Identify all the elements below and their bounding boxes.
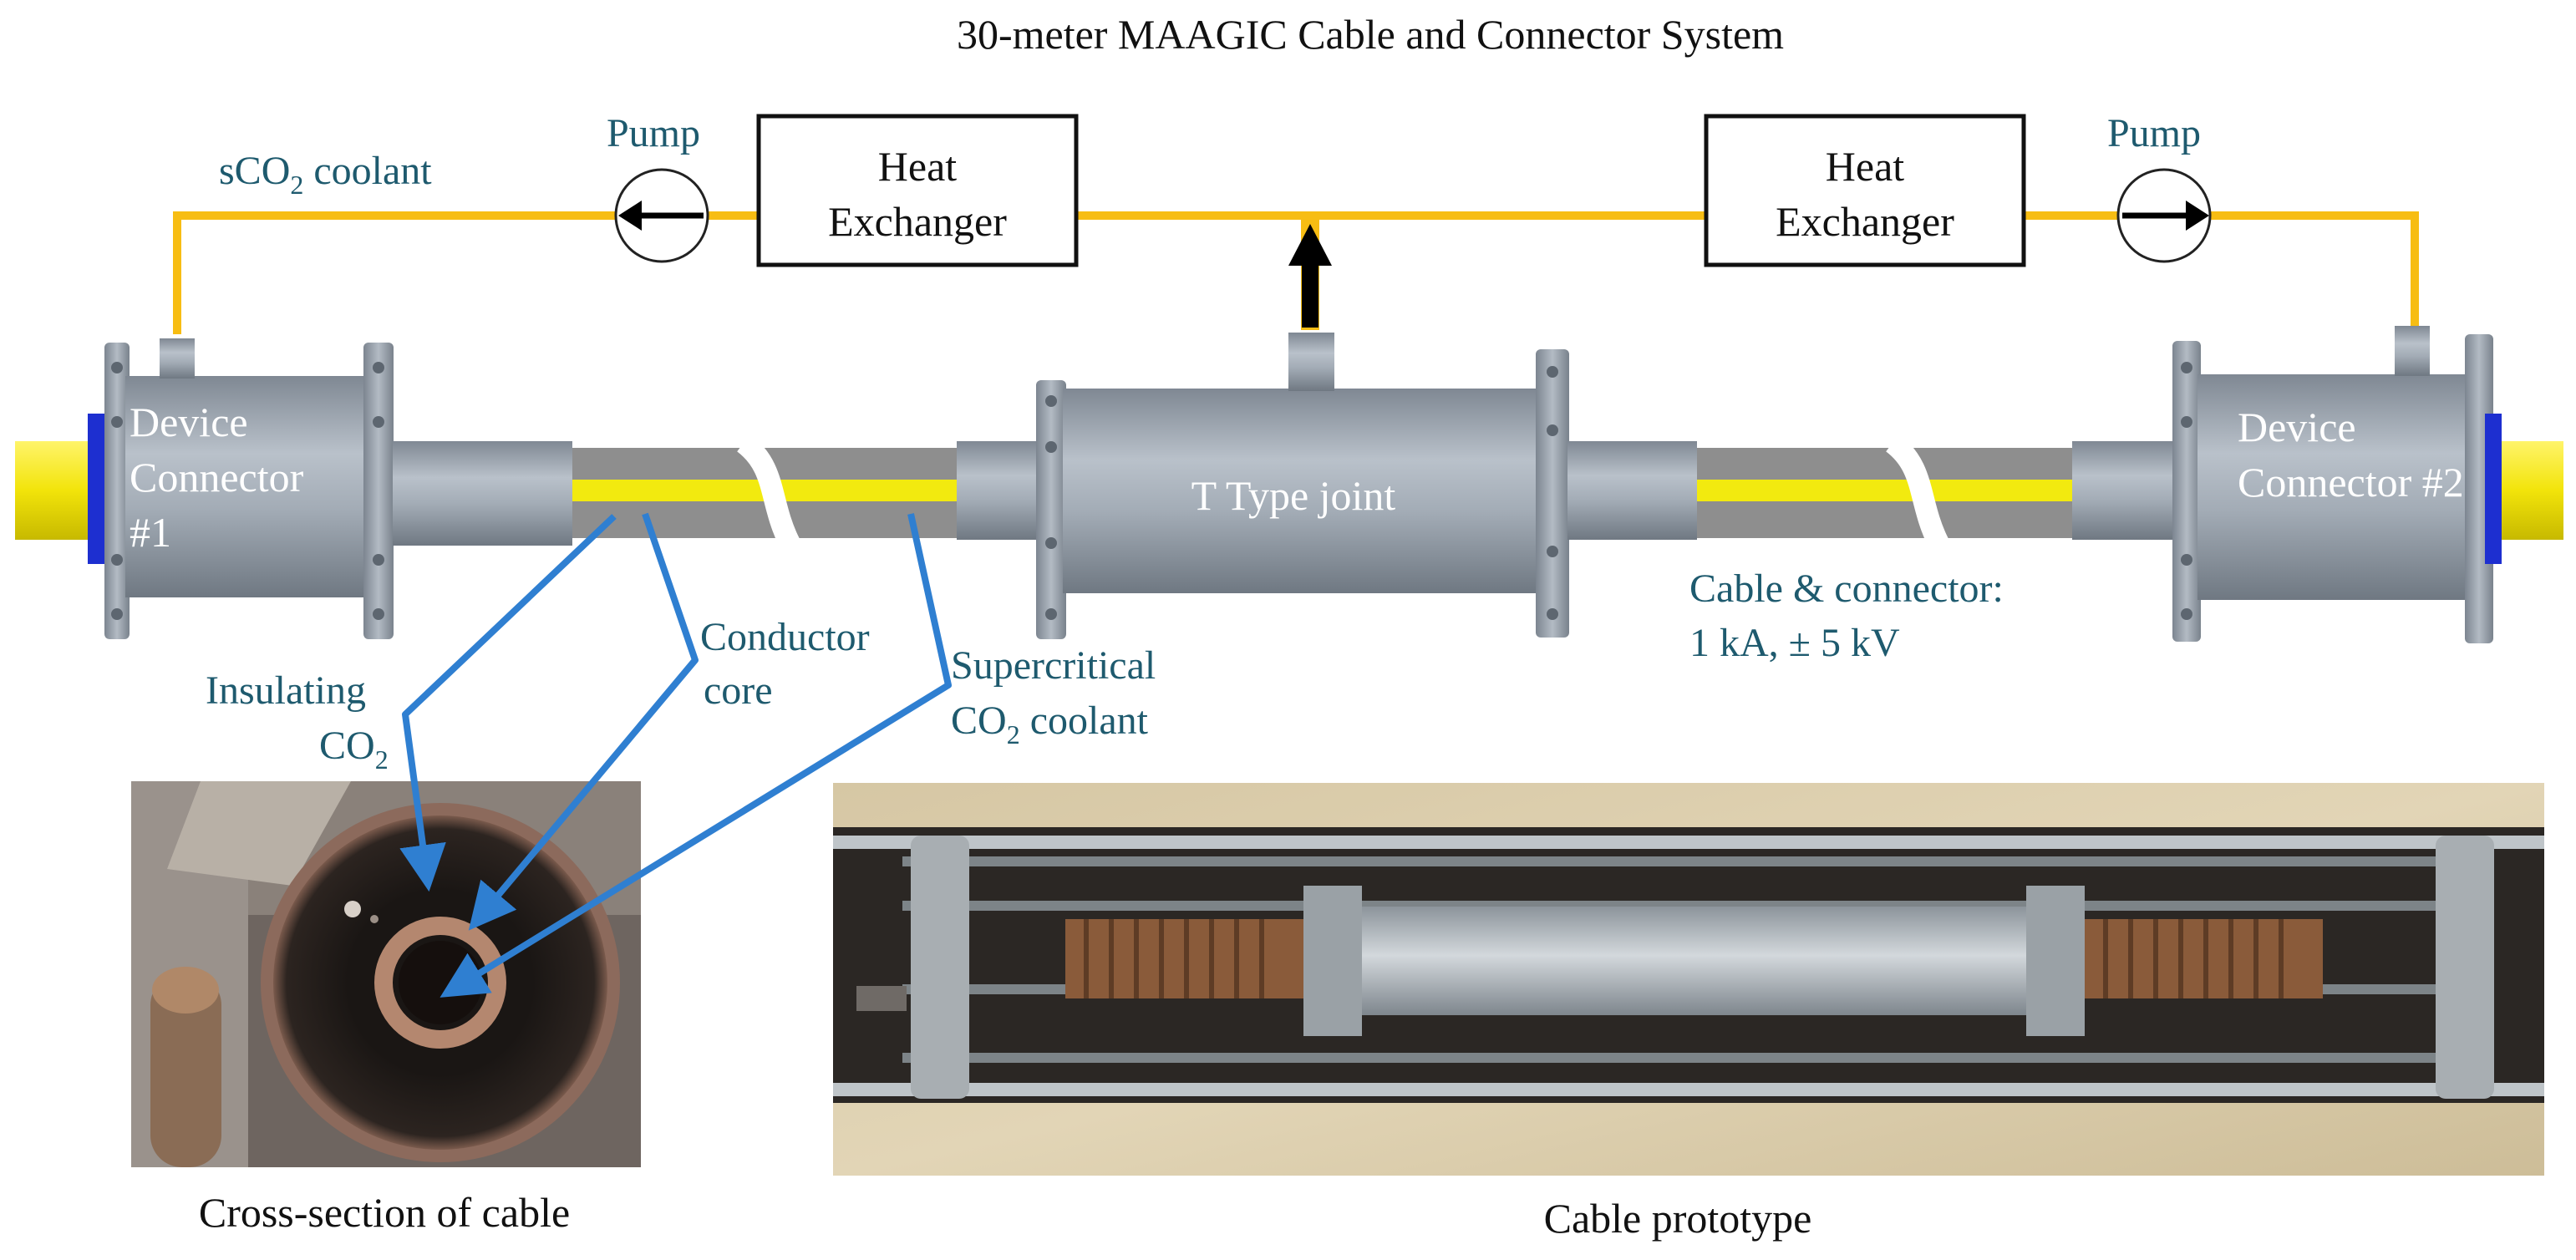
connector-2-line1: Device <box>2238 404 2356 450</box>
connector-1-line3: #1 <box>130 509 171 556</box>
heat-exchanger-2-line1: Heat <box>1826 143 1904 190</box>
heat-exchanger-2-line2: Exchanger <box>1776 198 1954 245</box>
prototype-caption: Cable prototype <box>1544 1195 1812 1242</box>
device-connector-2: Device Connector #2 <box>2072 326 2502 643</box>
diagram-title: 30-meter MAAGIC Cable and Connector Syst… <box>957 11 1784 58</box>
cross-section-caption: Cross-section of cable <box>199 1189 570 1236</box>
t-joint-label: T Type joint <box>1191 472 1396 519</box>
pump-1-icon <box>614 168 709 263</box>
coolant-label: sCO2 coolant <box>219 149 432 200</box>
cable-right <box>1696 434 2114 548</box>
conductor-label-line2: core <box>704 668 773 713</box>
supercritical-label-line2: CO2 coolant <box>951 699 1149 749</box>
conductor-label-line1: Conductor <box>700 615 870 659</box>
insulating-label-line2: CO2 <box>319 724 389 775</box>
heat-exchanger-1-line1: Heat <box>878 143 957 190</box>
connector-1-line2: Connector <box>130 454 304 500</box>
connector-1-line1: Device <box>130 399 248 445</box>
pump-2-icon <box>2116 168 2212 263</box>
coolant-loop <box>173 211 2419 334</box>
right-yellow-rod <box>2497 441 2563 540</box>
insulating-label-line1: Insulating <box>206 668 366 713</box>
heat-exchanger-2: Heat Exchanger <box>1704 114 2026 267</box>
device-connector-1: Device Connector #1 <box>88 338 572 639</box>
connector-2-line2: Connector #2 <box>2238 459 2464 506</box>
pump-1-label: Pump <box>607 111 700 155</box>
annotation-arrows <box>399 512 952 998</box>
rating-line2: 1 kA, ± 5 kV <box>1689 621 1900 665</box>
cross-section-photo <box>131 781 641 1167</box>
pump-2-label: Pump <box>2107 111 2201 155</box>
heat-exchanger-1: Heat Exchanger <box>756 114 1079 267</box>
heat-exchanger-1-line2: Exchanger <box>828 198 1007 245</box>
cable-prototype-photo <box>833 783 2544 1176</box>
t-type-joint: T Type joint <box>957 333 1697 639</box>
cable-left <box>568 434 969 548</box>
rating-line1: Cable & connector: <box>1689 566 2004 611</box>
up-flow-arrow <box>1288 224 1332 328</box>
supercritical-label-line1: Supercritical <box>951 643 1156 688</box>
